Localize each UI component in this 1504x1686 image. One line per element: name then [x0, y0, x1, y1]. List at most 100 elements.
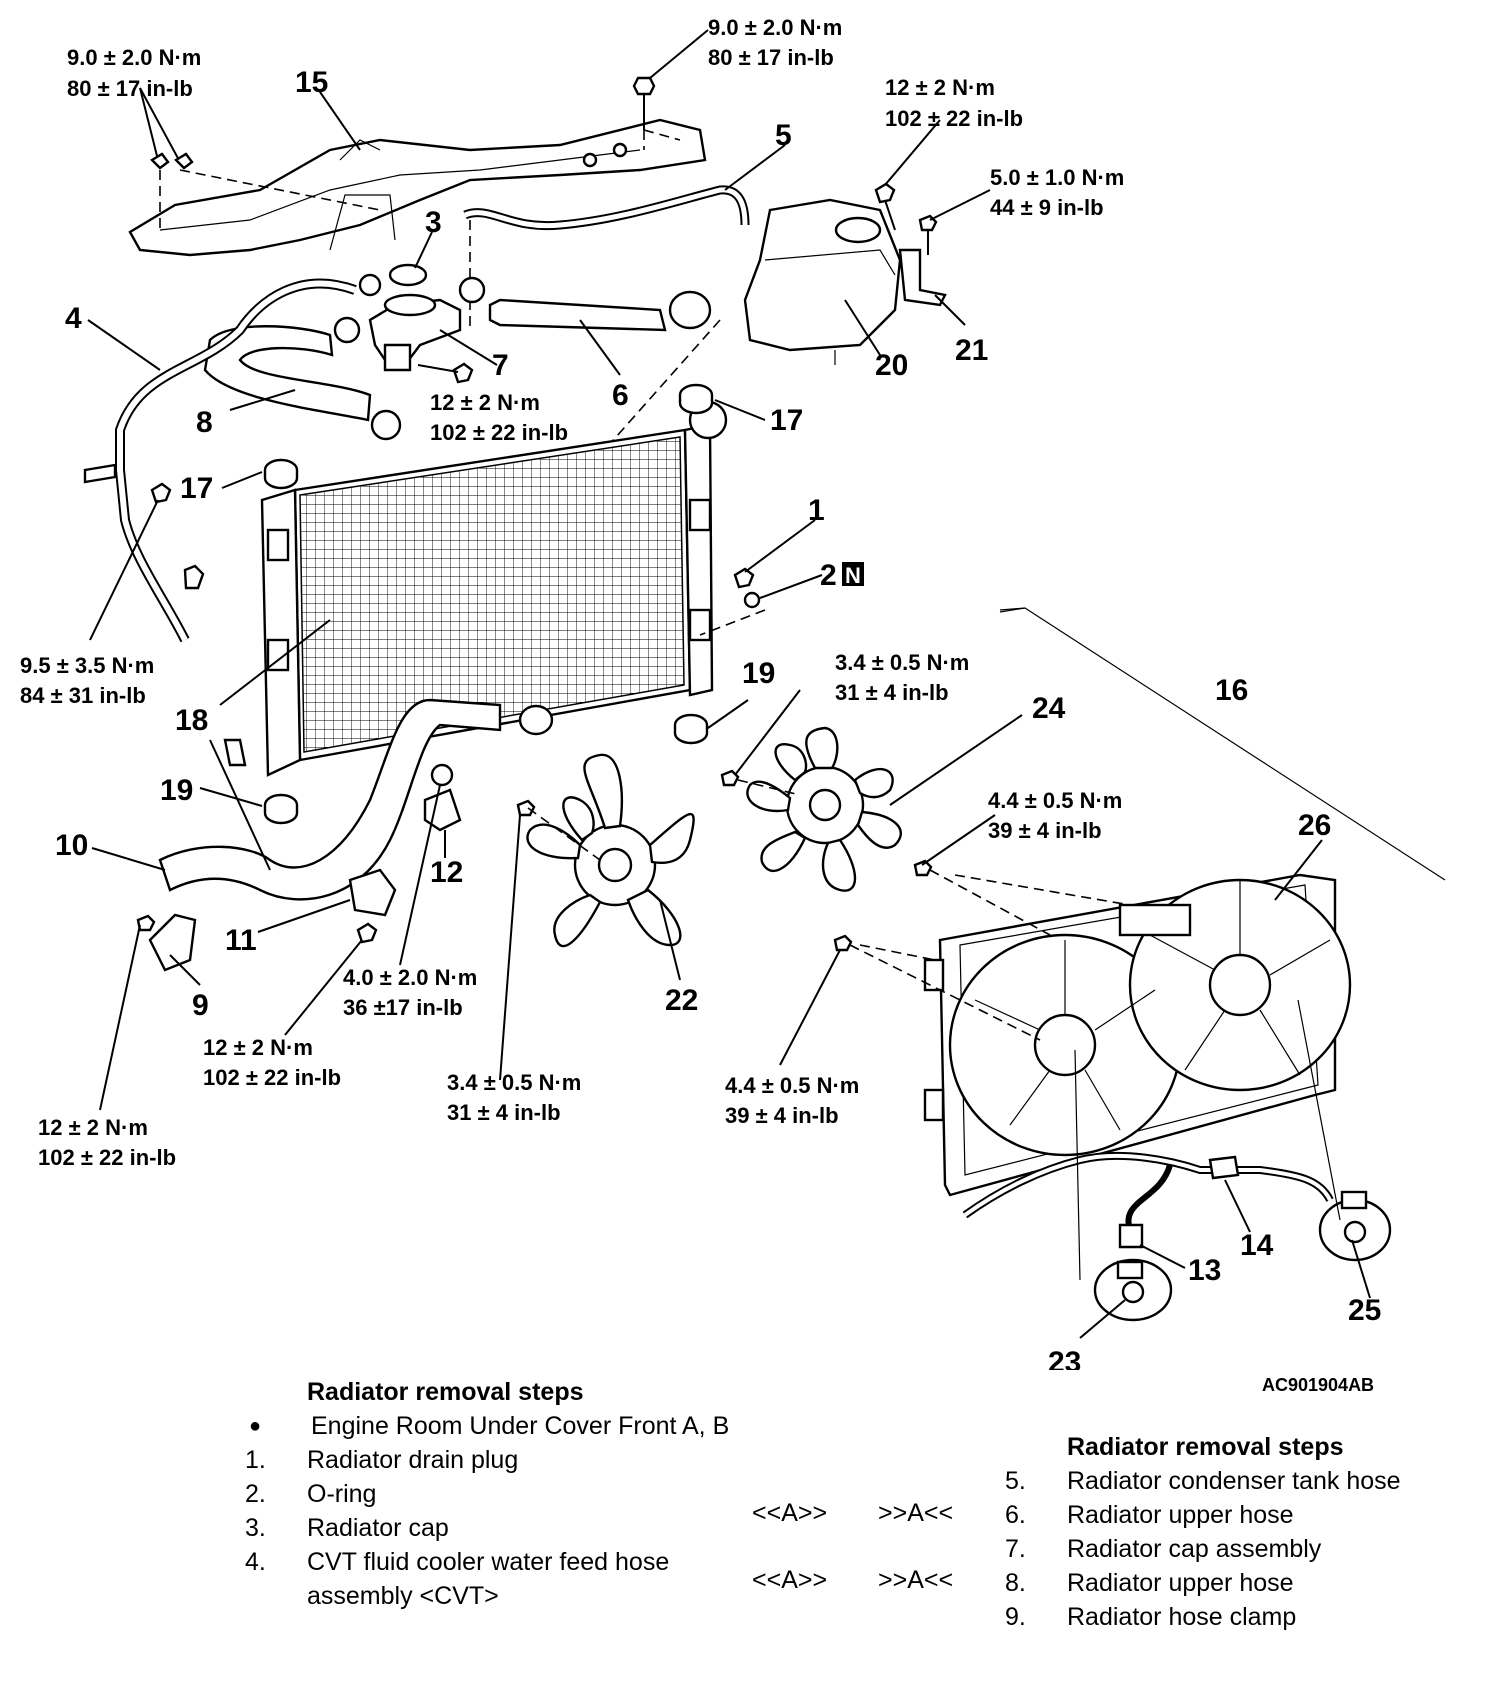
callout-26: 26 [1298, 809, 1331, 842]
mark-removal-6: <<A>> [752, 1499, 828, 1527]
step-number: 3. [245, 1514, 266, 1542]
list-item: 2. O-ring [245, 1477, 745, 1511]
step-number: 7. [1005, 1535, 1026, 1563]
torque-clamp9-inlb: 102 ± 22 in-lb [38, 1145, 176, 1170]
callout-11: 11 [225, 924, 257, 957]
callout-17b: 17 [770, 404, 803, 437]
list-item: 4. CVT fluid cooler water feed hose asse… [245, 1545, 745, 1613]
torque-clamp9-nm: 12 ± 2 N·m [38, 1115, 148, 1140]
step-number: 6. [1005, 1501, 1026, 1529]
list-item: 9. Radiator hose clamp [1005, 1600, 1495, 1634]
part-18-radiator [260, 400, 728, 777]
callout-7: 7 [492, 349, 509, 382]
list-item: 1. Radiator drain plug [245, 1443, 745, 1477]
part-26-fan-shroud [923, 873, 1352, 1197]
callout-5: 5 [775, 119, 792, 152]
part-15-upper-bracket [128, 118, 707, 257]
callout-10: 10 [55, 829, 88, 862]
callout-19b: 19 [742, 657, 775, 690]
callout-2: 2 [820, 559, 837, 592]
callout-23: 23 [1048, 1346, 1081, 1370]
list-item: 3. Radiator cap [245, 1511, 745, 1545]
step-text: Radiator upper hose [1067, 1569, 1294, 1597]
torque-clamp11-nm: 12 ± 2 N·m [203, 1035, 313, 1060]
torque-clamp11-inlb: 102 ± 22 in-lb [203, 1065, 341, 1090]
step-number: 4. [245, 1548, 266, 1576]
part-22-fan-left [526, 753, 695, 948]
removal-steps-left: Radiator removal steps ● Engine Room Und… [245, 1375, 745, 1613]
torque-top-left-inlb: 80 ± 17 in-lb [67, 76, 193, 101]
callout-19a: 19 [160, 774, 193, 807]
torque-clip12-inlb: 36 ±17 in-lb [343, 995, 463, 1020]
callout-15: 15 [295, 66, 328, 99]
callout-24: 24 [1032, 692, 1066, 725]
torque-hose-left-inlb: 84 ± 31 in-lb [20, 683, 146, 708]
torque-shroud-bot-nm: 4.4 ± 0.5 N·m [725, 1073, 859, 1098]
torque-tank-inlb: 102 ± 22 in-lb [885, 106, 1023, 131]
list-item: 5. Radiator condenser tank hose [1005, 1464, 1495, 1498]
step-number: 2. [245, 1480, 266, 1508]
figure-id-label: AC901904AB [1262, 1375, 1375, 1395]
torque-fan-left-inlb: 31 ± 4 in-lb [447, 1100, 561, 1125]
step-text: Radiator cap assembly [1067, 1535, 1322, 1563]
step-text: Radiator hose clamp [1067, 1603, 1297, 1631]
list-item: 8. Radiator upper hose [1005, 1566, 1495, 1600]
torque-top-center-nm: 9.0 ± 2.0 N·m [708, 15, 842, 40]
list-item: 6. Radiator upper hose [1005, 1498, 1495, 1532]
torque-shroud-top-nm: 4.4 ± 0.5 N·m [988, 788, 1122, 813]
callout-12: 12 [430, 856, 463, 889]
radiator-exploded-diagram: 1 2 N 3 4 5 6 7 8 9 10 11 12 13 14 15 16… [20, 15, 1446, 1370]
callout-20: 20 [875, 349, 908, 382]
callout-13: 13 [1188, 1254, 1221, 1287]
callout-25: 25 [1348, 1294, 1381, 1327]
callout-18: 18 [175, 704, 208, 737]
torque-bracket-inlb: 44 ± 9 in-lb [990, 195, 1104, 220]
torque-fan-left-nm: 3.4 ± 0.5 N·m [447, 1070, 581, 1095]
torque-top-left-nm: 9.0 ± 2.0 N·m [67, 45, 201, 70]
part-20-condenser-tank [743, 198, 902, 365]
mark-install-8: >>A<< [878, 1566, 954, 1594]
steps-left-title: Radiator removal steps [307, 1378, 584, 1406]
callout-21: 21 [955, 334, 988, 367]
torque-bracket-nm: 5.0 ± 1.0 N·m [990, 165, 1124, 190]
callout-17a: 17 [180, 472, 213, 505]
torque-fan-right-nm: 3.4 ± 0.5 N·m [835, 650, 969, 675]
callout-1: 1 [808, 494, 825, 527]
step-number: 1. [245, 1446, 266, 1474]
step-text: CVT fluid cooler water feed hose assembl… [307, 1548, 670, 1610]
callout-9: 9 [192, 989, 209, 1022]
callout-6: 6 [612, 379, 629, 412]
torque-hose-left-nm: 9.5 ± 3.5 N·m [20, 653, 154, 678]
callout-14: 14 [1240, 1229, 1274, 1262]
torque-clip12-nm: 4.0 ± 2.0 N·m [343, 965, 477, 990]
callout-4: 4 [65, 302, 82, 335]
step-text: Radiator condenser tank hose [1067, 1467, 1401, 1495]
part-24-fan-right [746, 726, 902, 892]
new-part-badge-bg [842, 562, 864, 586]
bullet-icon: ● [249, 1415, 262, 1437]
mark-removal-8: <<A>> [752, 1566, 828, 1594]
step-number: 9. [1005, 1603, 1026, 1631]
torque-cap-assy-inlb: 102 ± 22 in-lb [430, 420, 568, 445]
torque-shroud-top-inlb: 39 ± 4 in-lb [988, 818, 1102, 843]
callout-3: 3 [425, 206, 442, 239]
mark-install-6: >>A<< [878, 1499, 954, 1527]
callout-8: 8 [196, 406, 213, 439]
removal-steps-right: Radiator removal steps 5. Radiator conde… [1005, 1430, 1495, 1634]
steps-right-title: Radiator removal steps [1067, 1433, 1344, 1461]
torque-top-center-inlb: 80 ± 17 in-lb [708, 45, 834, 70]
step-number: 8. [1005, 1569, 1026, 1597]
step-text: Radiator cap [307, 1514, 449, 1542]
callout-22: 22 [665, 984, 698, 1017]
torque-tank-nm: 12 ± 2 N·m [885, 75, 995, 100]
list-item: 7. Radiator cap assembly [1005, 1532, 1495, 1566]
step-text: Radiator drain plug [307, 1446, 519, 1474]
step-number: 5. [1005, 1467, 1026, 1495]
torque-cap-assy-nm: 12 ± 2 N·m [430, 390, 540, 415]
torque-shroud-bot-inlb: 39 ± 4 in-lb [725, 1103, 839, 1128]
list-item: ● Engine Room Under Cover Front A, B [245, 1409, 745, 1443]
callout-16: 16 [1215, 674, 1248, 707]
step-text: Engine Room Under Cover Front A, B [311, 1412, 730, 1440]
torque-fan-right-inlb: 31 ± 4 in-lb [835, 680, 949, 705]
step-text: Radiator upper hose [1067, 1501, 1294, 1529]
